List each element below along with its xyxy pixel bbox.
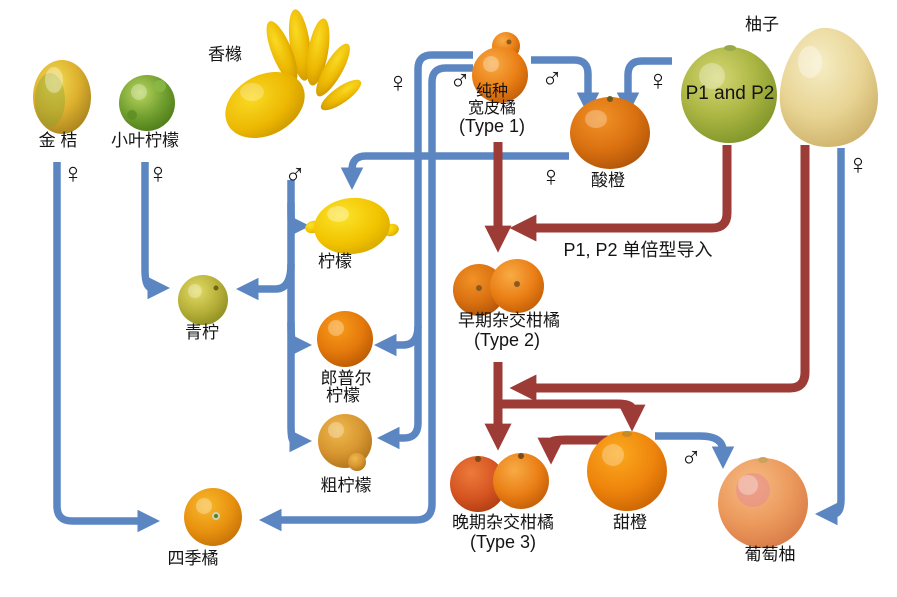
introgression-annotation: P1, P2 单倍型导入	[563, 240, 712, 260]
arrow-citron-to-rangpur	[287, 321, 312, 357]
female-symbol-mandarin-line: ♀	[387, 67, 409, 99]
early-hybrid-type-label: (Type 2)	[474, 330, 540, 350]
arrow-sweetorange-to-grapefruit	[655, 432, 735, 469]
late-hybrid-image	[450, 453, 549, 512]
female-symbol-pomelo-right: ♀	[847, 149, 869, 181]
arrow-micrantha-to-lime	[141, 162, 170, 300]
sweet-orange-label: 甜橙	[613, 513, 647, 532]
citron-male-line	[287, 180, 312, 453]
pure-mandarin-label-2: 宽皮橘	[468, 99, 516, 117]
female-symbol-micrantha: ♀	[147, 158, 169, 190]
calamondin-label: 四季橘	[168, 549, 219, 568]
pomelo-image	[681, 27, 879, 147]
arrow-kumquat-to-calamondin	[53, 162, 160, 533]
calamondin-image	[184, 488, 242, 546]
arrow-citron-to-lemon	[287, 202, 310, 238]
lime-label: 青柠	[185, 323, 219, 342]
arrow-pomelo-p2-introgression	[509, 145, 810, 402]
fruit-labels: 金 桔 小叶柠檬 香橼 纯种 宽皮橘 (Type 1) 柚子 P1 and P2…	[39, 15, 796, 568]
pure-mandarin-label-1: 纯种	[476, 82, 508, 100]
grapefruit-image	[718, 457, 808, 548]
kumquat-image	[33, 60, 91, 134]
arrow-pomelo-p1-introgression	[509, 145, 732, 242]
female-symbol-kumquat: ♀	[62, 158, 84, 190]
male-symbol-sweet-orange: ♂	[680, 441, 702, 473]
fruit-images	[33, 9, 879, 548]
citron-image	[225, 9, 362, 139]
lemon-image	[305, 197, 399, 255]
arrow-pomelo-to-sourorange	[616, 57, 672, 115]
micrantha-image	[119, 75, 175, 131]
male-symbol-citron: ♂	[284, 158, 306, 190]
early-hybrid-label: 早期杂交柑橘	[458, 311, 560, 330]
red-introgression-arrows	[484, 142, 810, 465]
sour-orange-label: 酸橙	[591, 171, 625, 190]
late-hybrid-type-label: (Type 3)	[470, 532, 536, 552]
kumquat-label: 金 桔	[39, 131, 78, 150]
lemon-label: 柠檬	[318, 252, 352, 271]
arrow-sourorange-to-lemon	[340, 152, 569, 190]
arrow-mandarin-to-sourorange	[531, 56, 600, 115]
arrow-pomelo-to-grapefruit	[815, 148, 845, 526]
grapefruit-label: 葡萄柚	[745, 545, 796, 564]
male-symbol-mandarin-left: ♂	[449, 64, 471, 96]
male-symbol-mandarin-right: ♂	[541, 62, 563, 94]
pomelo-label: 柚子	[745, 15, 779, 34]
rough-lemon-image	[318, 414, 372, 471]
rangpur-label-1: 郎普尔	[321, 369, 372, 388]
citron-label: 香橼	[208, 45, 242, 64]
sweet-orange-image	[587, 431, 667, 511]
arrow-type2-to-sweetorange	[498, 399, 646, 432]
mandarin-female-line-to-rough-lemon	[377, 51, 473, 450]
late-hybrid-label: 晚期杂交柑橘	[452, 513, 554, 532]
mandarin-male-line-to-calamondin	[259, 64, 473, 532]
rangpur-lime-image	[317, 311, 373, 367]
pomelo-p1p2-overlay: P1 and P2	[686, 83, 775, 104]
rangpur-label-2: 柠檬	[326, 386, 360, 405]
female-symbol-pomelo-left: ♀	[647, 65, 669, 97]
pure-mandarin-type-label: (Type 1)	[459, 116, 525, 136]
arrow-citron-to-lime	[236, 263, 295, 301]
arrow-mandarin-to-rangpur	[374, 325, 422, 357]
gender-symbols: ♀ ♀ ♂ ♀ ♂ ♂ ♀ ♀ ♀ ♂	[62, 62, 869, 473]
early-hybrid-image	[453, 259, 544, 316]
female-symbol-sour-orange: ♀	[540, 161, 562, 193]
pure-mandarin-image	[472, 32, 528, 103]
arrow-sweetorange-to-type3	[537, 435, 612, 465]
sour-orange-image	[570, 96, 650, 169]
micrantha-label: 小叶柠檬	[111, 131, 179, 150]
rough-lemon-label: 粗柠檬	[321, 476, 372, 495]
lime-image	[178, 275, 228, 325]
blue-cross-arrows	[53, 51, 845, 533]
